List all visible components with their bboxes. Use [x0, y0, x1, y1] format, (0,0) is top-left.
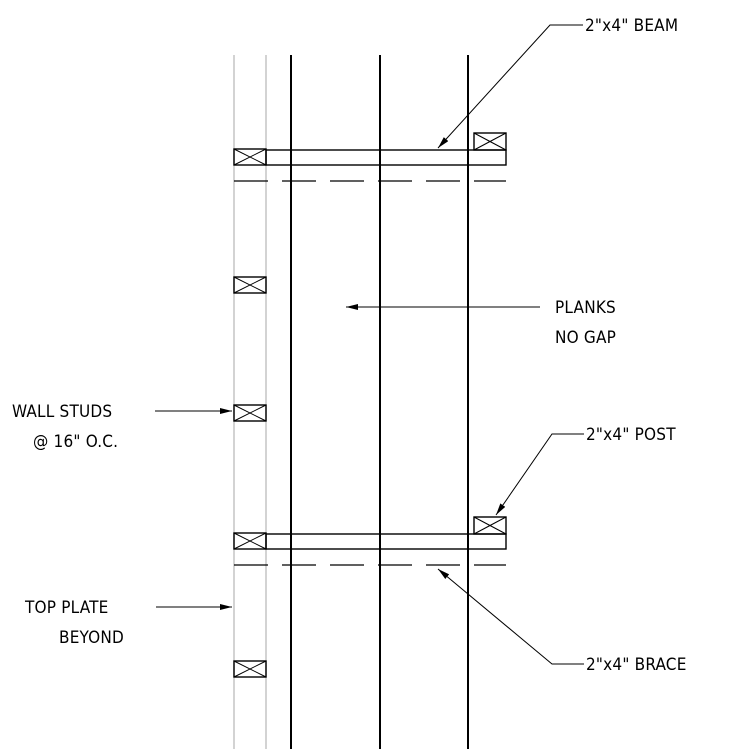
- beam-bottom: [265, 533, 507, 550]
- beam-top: [265, 149, 507, 166]
- label-post: 2"x4" POST: [586, 425, 676, 445]
- label-brace: 2"x4" BRACE: [586, 655, 687, 675]
- label-wall-studs-line2: @ 16" O.C.: [33, 432, 118, 452]
- label-planks-line1: PLANKS: [555, 298, 616, 318]
- post-top: [473, 132, 507, 151]
- wall-stud-5: [233, 660, 267, 678]
- beam-leader: [437, 24, 583, 149]
- brace-leader: [437, 568, 584, 665]
- wall-stud-2: [233, 276, 267, 294]
- wall-stud-1: [233, 148, 267, 166]
- label-beam: 2"x4" BEAM: [585, 16, 678, 36]
- post-leader: [495, 433, 584, 516]
- label-top-plate-line1: TOP PLATE: [24, 598, 109, 618]
- post-bottom: [473, 516, 507, 535]
- wall-stud-4: [233, 532, 267, 550]
- label-top-plate-line2: BEYOND: [59, 628, 124, 648]
- label-wall-studs-line1: WALL STUDS: [12, 402, 112, 422]
- label-planks-line2: NO GAP: [555, 328, 616, 348]
- wall-stud-3: [233, 404, 267, 422]
